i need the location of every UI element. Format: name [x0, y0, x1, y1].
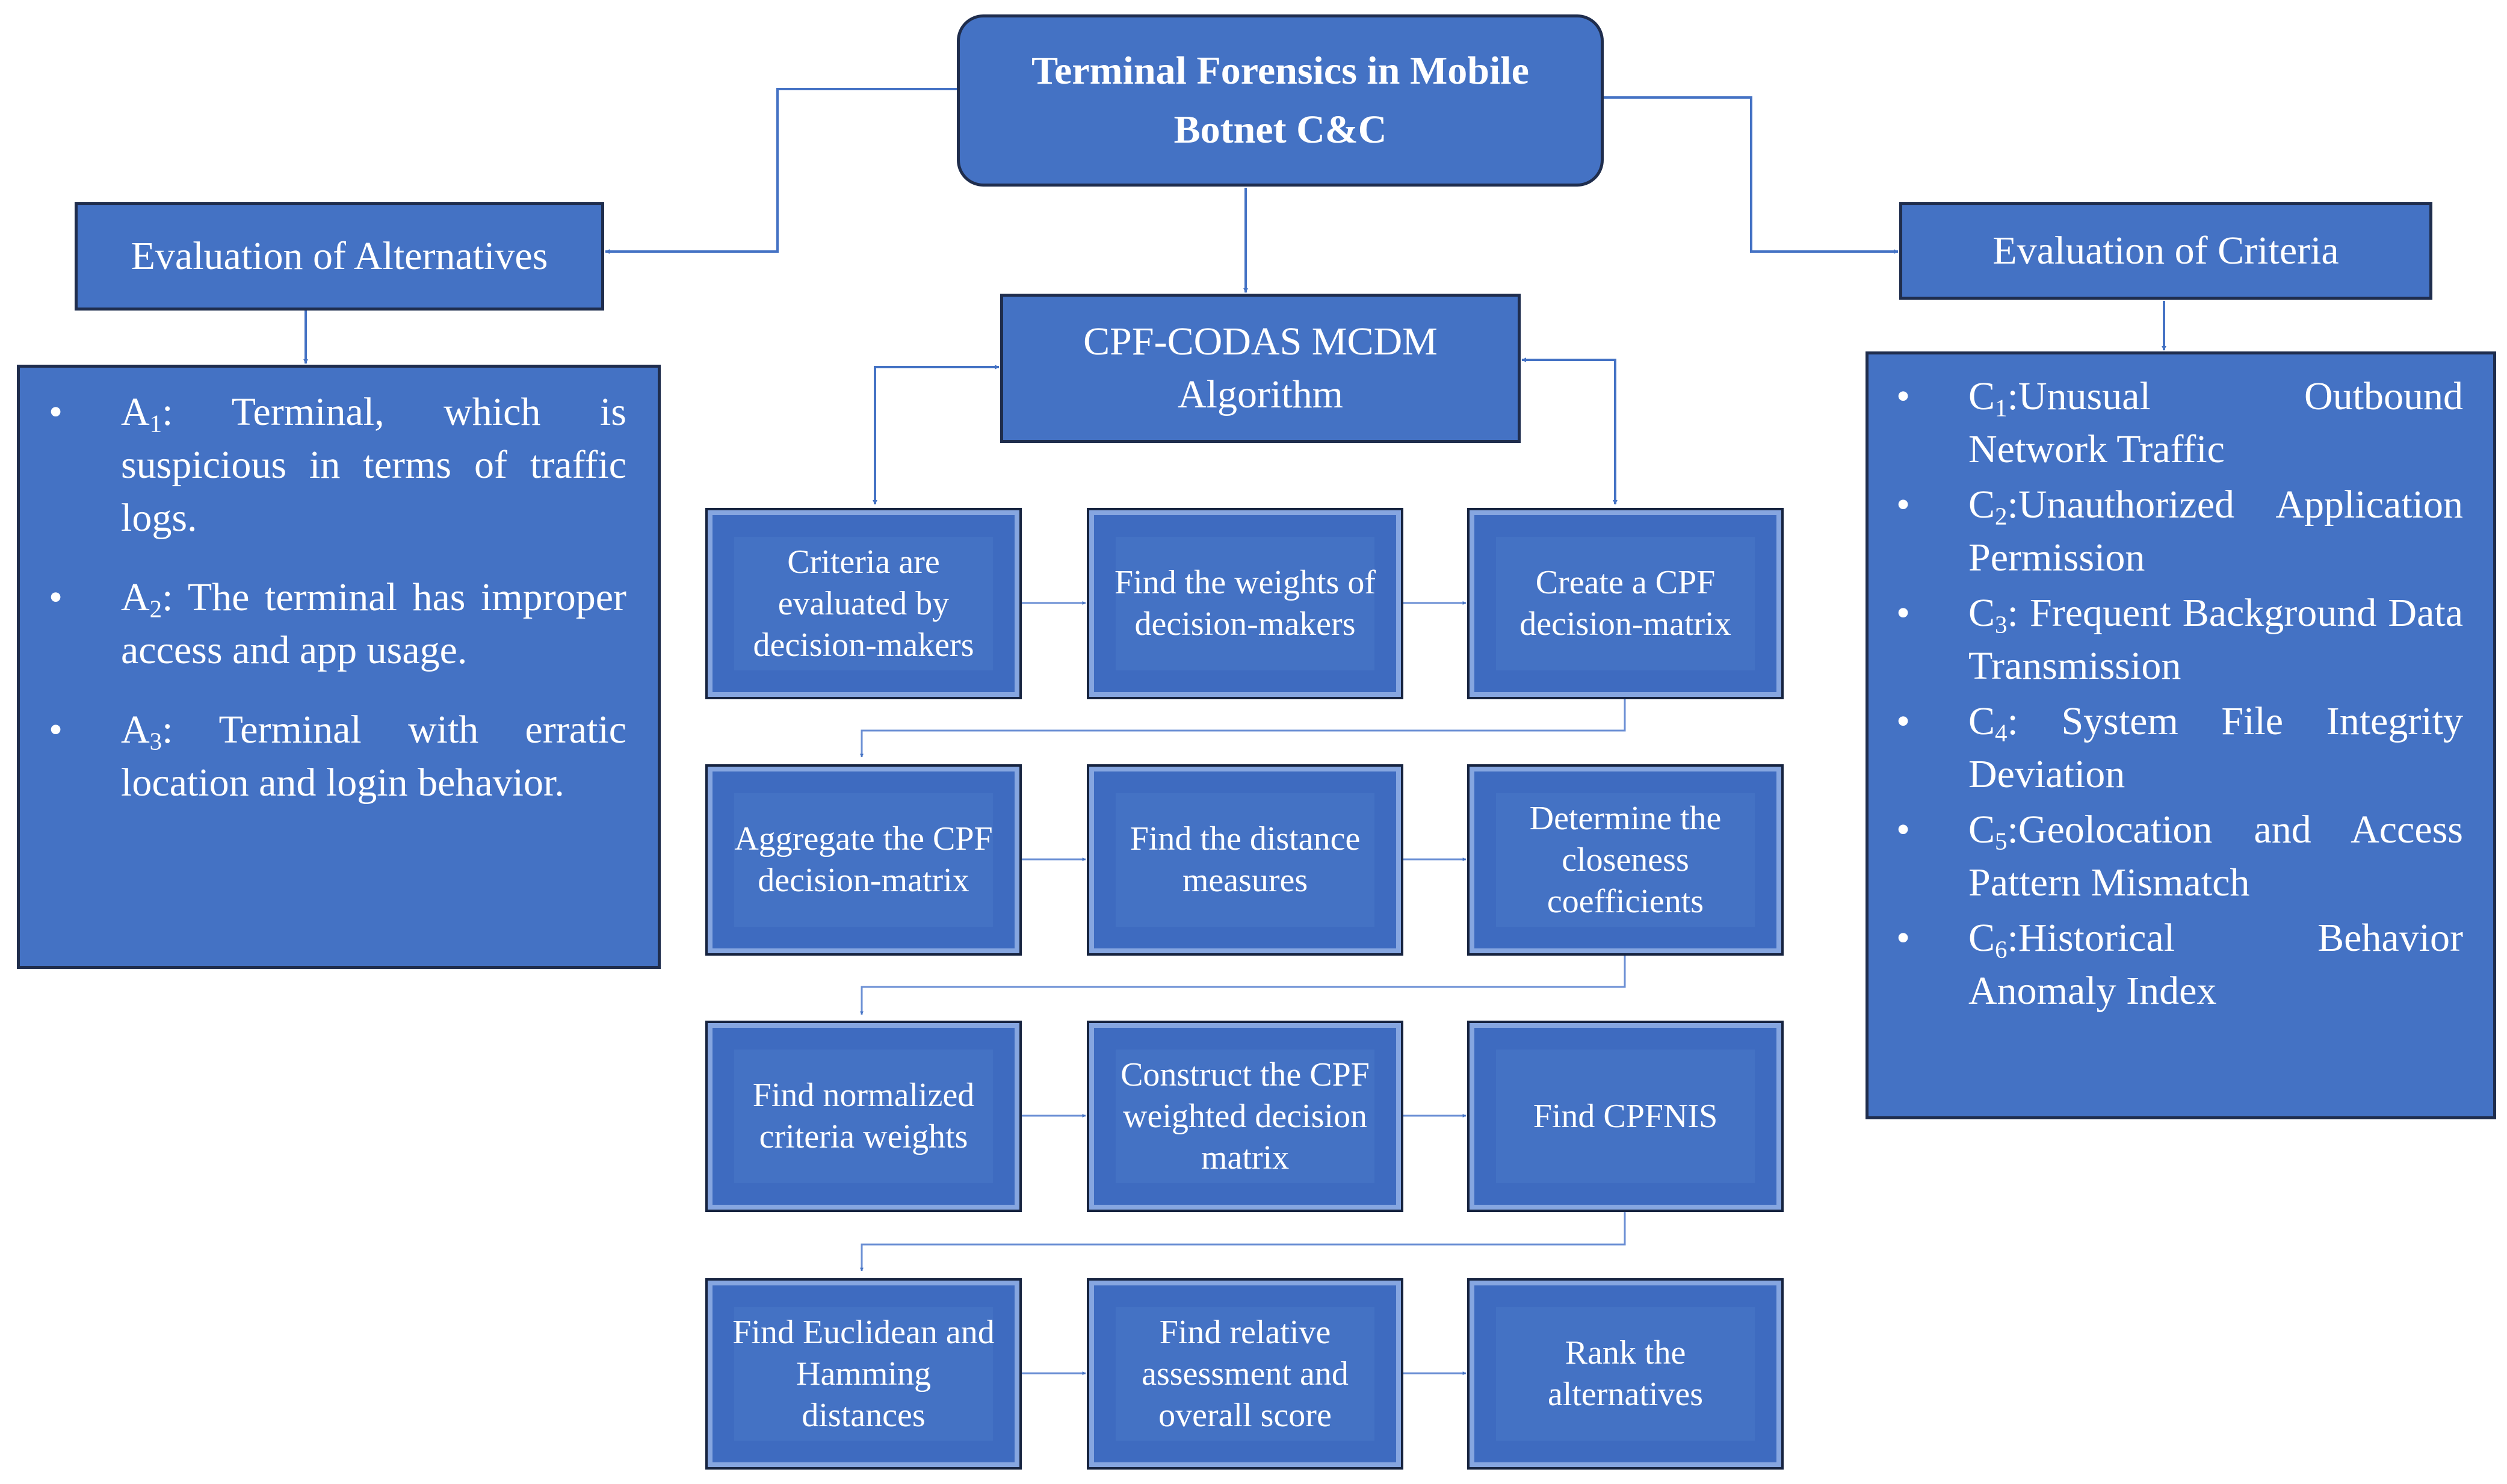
alternative-item: A2: The terminal has improper access and… — [49, 571, 626, 677]
step-aggregate-matrix: Aggregate the CPF decision-matrix — [705, 764, 1022, 956]
alternatives-header: Evaluation of Alternatives — [75, 202, 604, 311]
step-evaluate-criteria: Criteria are evaluated by decision-maker… — [705, 508, 1022, 699]
root-line-1: Terminal Forensics in Mobile — [1031, 49, 1529, 93]
step-relative-assessment: Find relative assessment and overall sco… — [1087, 1278, 1403, 1470]
criterion-item: C6:Historical Behavior Anomaly Index — [1896, 912, 2463, 1018]
criterion-item: C4: System File Integrity Deviation — [1896, 695, 2463, 801]
step-normalized-weights: Find normalized criteria weights — [705, 1021, 1022, 1212]
step-weighted-matrix: Construct the CPF weighted decision matr… — [1087, 1021, 1403, 1212]
alternative-item: A1: Terminal, which is suspicious in ter… — [49, 386, 626, 545]
step-create-decision-matrix: Create a CPF decision-matrix — [1467, 508, 1784, 699]
algorithm-node: CPF-CODAS MCDM Algorithm — [1000, 294, 1521, 443]
criterion-item: C1:Unusual Outbound Network Traffic — [1896, 370, 2463, 476]
algorithm-line-1: CPF-CODAS MCDM — [1083, 320, 1438, 363]
step-euclidean-hamming: Find Euclidean and Hamming distances — [705, 1278, 1022, 1470]
criterion-item: C5:Geolocation and Access Pattern Mismat… — [1896, 803, 2463, 909]
criterion-item: C3: Frequent Background Data Transmissio… — [1896, 587, 2463, 693]
criteria-header-label: Evaluation of Criteria — [1992, 229, 2339, 273]
step-rank-alternatives: Rank the alternatives — [1467, 1278, 1784, 1470]
step-distance-measures: Find the distance measures — [1087, 764, 1403, 956]
alternatives-header-label: Evaluation of Alternatives — [131, 234, 548, 278]
arrow-algorithm-to-step-1 — [873, 365, 1000, 505]
alternatives-list: A1: Terminal, which is suspicious in ter… — [49, 386, 626, 836]
arrow-step-3-to-4 — [860, 699, 1626, 758]
arrow-algorithm-to-step-3 — [1521, 357, 1618, 505]
arrow-root-to-criteria — [1604, 96, 1899, 254]
alternative-item: A3: Terminal with erratic location and l… — [49, 703, 626, 809]
algorithm-line-2: Algorithm — [1178, 373, 1343, 416]
criteria-header: Evaluation of Criteria — [1899, 202, 2432, 300]
criteria-list: C1:Unusual Outbound Network Traffic C2:U… — [1896, 370, 2463, 1020]
alternatives-panel: A1: Terminal, which is suspicious in ter… — [17, 365, 661, 969]
arrow-step-6-to-7 — [860, 956, 1626, 1015]
root-line-2: Botnet C&C — [1173, 108, 1387, 152]
criteria-panel: C1:Unusual Outbound Network Traffic C2:U… — [1866, 351, 2496, 1119]
arrow-step-9-to-10 — [860, 1212, 1626, 1272]
step-decision-maker-weights: Find the weights of decision-makers — [1087, 508, 1403, 699]
step-find-cpfnis: Find CPFNIS — [1467, 1021, 1784, 1212]
criterion-item: C2:Unauthorized Application Permission — [1896, 478, 2463, 584]
arrow-root-to-alternatives — [605, 88, 957, 254]
step-closeness-coefficients: Determine the closeness coefficients — [1467, 764, 1784, 956]
